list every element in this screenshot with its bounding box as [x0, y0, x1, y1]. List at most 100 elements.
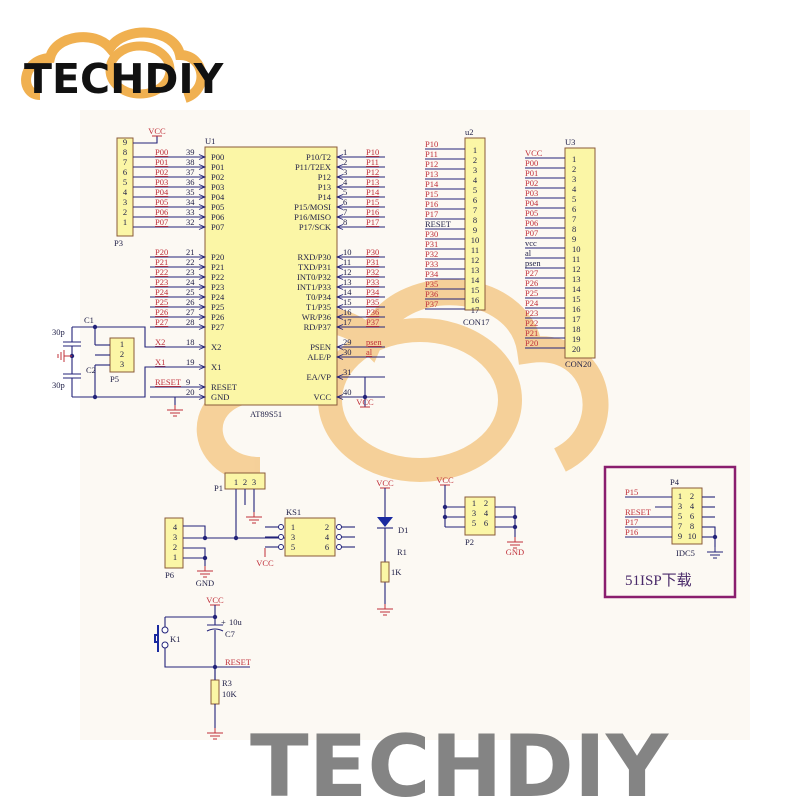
u1-pin-name: ALE/P	[307, 352, 331, 362]
u2-connector	[464, 137, 486, 311]
u3-net-label: P06	[525, 218, 538, 228]
u1-body	[204, 146, 338, 406]
u2-net-label: P35	[425, 279, 438, 289]
u2-pin-number: 3	[473, 165, 477, 175]
u2-pin-number: 2	[473, 155, 477, 165]
u1-pin-name: P20	[211, 252, 224, 262]
techdiy-logo	[21, 27, 207, 103]
p4-net-label: RESET	[625, 507, 652, 517]
u1-pin-number: 2	[343, 157, 347, 167]
vcc-label: VCC	[206, 595, 224, 605]
p6-pin-number: 1	[173, 552, 177, 562]
u2-net-label: P34	[425, 269, 439, 279]
p3-pin-number: 6	[123, 167, 127, 177]
junction-dot	[212, 614, 218, 620]
p5-pin-number: 2	[120, 349, 124, 359]
u1-pin-number: 11	[343, 257, 351, 267]
u1-pin-name: WR/P36	[302, 312, 331, 322]
u2-pin-number: 5	[473, 185, 477, 195]
u2-net-label: P31	[425, 239, 438, 249]
p1-pin-number: 2	[243, 477, 247, 487]
junction-dot	[202, 535, 208, 541]
pin-arrow-icon	[335, 214, 344, 220]
junction-dot	[712, 534, 718, 540]
u1-net-label: P07	[155, 217, 168, 227]
u1-net-label: P31	[366, 257, 379, 267]
u1-pin-number: 24	[186, 277, 195, 287]
d1-ref: D1	[398, 525, 408, 535]
p1-pin-number: 3	[252, 477, 256, 487]
u1-net-label: P25	[155, 297, 168, 307]
p4-pin-number: 2	[690, 491, 694, 501]
u1-pin-name: P04	[211, 192, 225, 202]
c7-plus: +	[221, 617, 226, 627]
u1-pin-name: P16/MISO	[294, 212, 331, 222]
u1-part-name: AT89S51	[250, 409, 282, 419]
u1-net-label: P06	[155, 207, 168, 217]
u1-pin-name: VCC	[314, 392, 332, 402]
u1-pin-number: 8	[343, 217, 347, 227]
u2-net-label: P11	[425, 149, 438, 159]
pin-arrow-icon	[335, 204, 344, 210]
u1-net-label: P36	[366, 307, 379, 317]
p3-pin-number: 3	[123, 197, 127, 207]
u1-net-label: P21	[155, 257, 168, 267]
u1-pin-number: 18	[186, 337, 195, 347]
pin-arrow-icon	[335, 264, 344, 270]
pin-arrow-icon	[198, 164, 207, 170]
logo-cloud-icon	[21, 27, 207, 103]
p4-pin-number: 5	[678, 511, 682, 521]
crystal-caps	[63, 327, 81, 397]
u1-pin-name: P10/T2	[306, 152, 331, 162]
u1-net-label: X2	[155, 337, 165, 347]
u1-pin-number: 29	[343, 337, 352, 347]
p4-pin-number: 7	[678, 521, 682, 531]
ks1-relay	[284, 517, 336, 557]
p3-pin-number: 9	[123, 137, 127, 147]
u1-net-label: P27	[155, 317, 168, 327]
c2-wire	[72, 365, 96, 398]
ks1-pin-number: 4	[325, 532, 330, 542]
u2-pin-number: 4	[473, 175, 478, 185]
u3-net-label: P23	[525, 308, 538, 318]
u1-pin-name: PSEN	[310, 342, 331, 352]
u1-pin-number: 39	[186, 147, 195, 157]
u1-pin-name: P25	[211, 302, 224, 312]
pin-arrow-icon	[335, 274, 344, 280]
u1-pin-number: 22	[186, 257, 195, 267]
u3-part-name: CON20	[565, 359, 591, 369]
u1-pin-name: P24	[211, 292, 225, 302]
u1-pin-name: P11/T2EX	[295, 162, 331, 172]
u1-pin-name: RD/P37	[304, 322, 331, 332]
u3-pin-number: 16	[572, 304, 581, 314]
u2-net-label: P32	[425, 249, 438, 259]
p3-vcc-wire	[133, 136, 158, 144]
u1-pin-number: 5	[343, 187, 347, 197]
u1-net-label: P20	[155, 247, 168, 257]
junction-dot	[512, 514, 518, 520]
r3-resistor	[210, 679, 220, 705]
u2-net-label: P16	[425, 199, 438, 209]
ground-icon	[707, 547, 723, 559]
p4-pin-number: 3	[678, 501, 682, 511]
u1-net-label: P05	[155, 197, 168, 207]
ks1-pin-circle	[278, 534, 284, 540]
pin-arrow-icon	[198, 274, 207, 280]
u2-net-label: P33	[425, 259, 438, 269]
ks1-pin-number: 3	[291, 532, 295, 542]
ks1-pin-number: 1	[291, 522, 295, 532]
u2-pin-number: 8	[473, 215, 477, 225]
u2-pin-number: 12	[471, 255, 480, 265]
p2-ref: P2	[465, 537, 474, 547]
u1-pin-name: P12	[318, 172, 331, 182]
pin-arrow-icon	[335, 324, 344, 330]
p4-net-label: P16	[625, 527, 638, 537]
pin-arrow-icon	[198, 204, 207, 210]
u1-pin-name: P05	[211, 202, 224, 212]
pin-arrow-icon	[198, 154, 207, 160]
u3-pin-number: 19	[572, 334, 581, 344]
p4-pin-number: 9	[678, 531, 682, 541]
c1-ref: C1	[84, 315, 94, 325]
u1-pin-number: 7	[343, 207, 347, 217]
